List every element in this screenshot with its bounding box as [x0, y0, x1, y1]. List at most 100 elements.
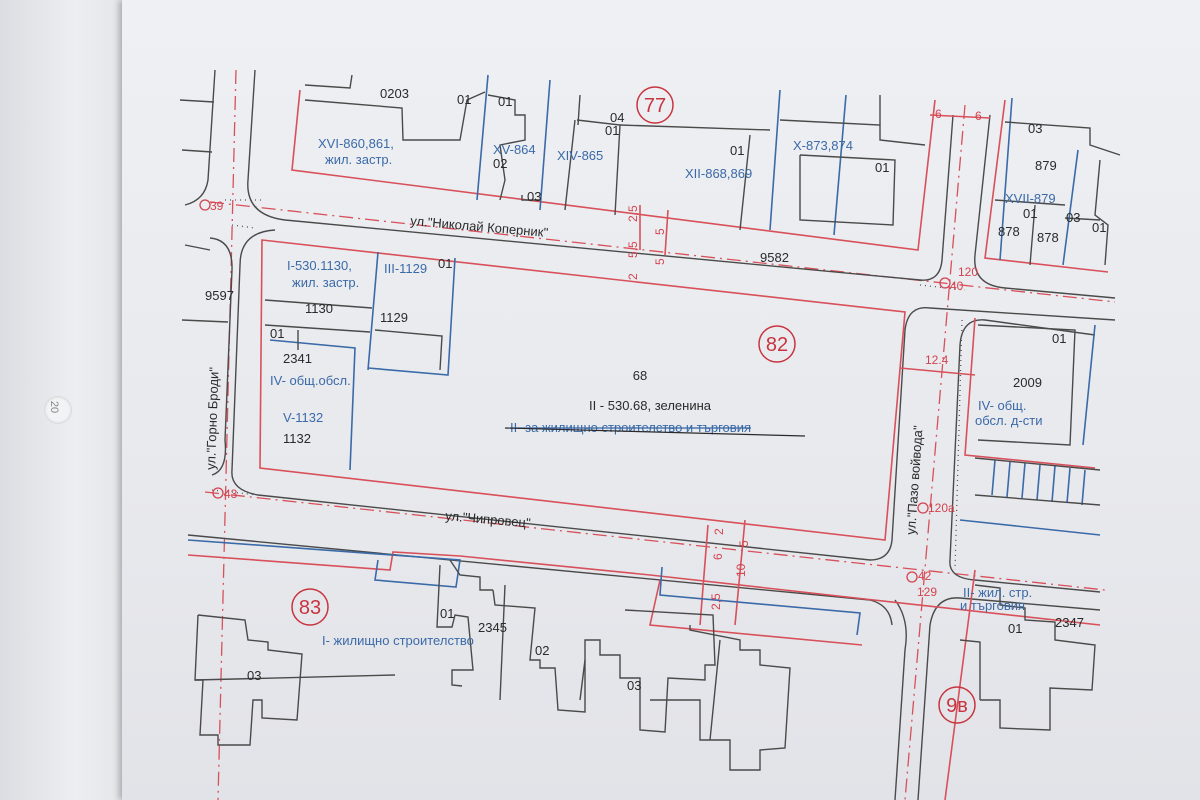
pazo-voivoda-centerline: [904, 104, 966, 800]
street-pazo-voivoda: ул."Пазо войвода": [903, 425, 926, 536]
dimension: 10: [734, 563, 748, 577]
parcel-number: 03: [627, 678, 641, 693]
block-82-label: 82: [766, 334, 788, 356]
lot-label: XVI-860,861,: [318, 136, 394, 151]
parcel-number: 02: [493, 156, 507, 171]
parcel-number: 01: [498, 94, 512, 109]
parcel-number: 04: [610, 110, 624, 125]
dimension: 5: [737, 540, 751, 547]
lot-label: IV- общ.обсл.: [270, 373, 351, 388]
parcel-number: 01: [875, 160, 889, 175]
street-chiprovets: ул."Чипровец": [445, 508, 532, 530]
dimension: 6: [711, 553, 725, 560]
lot-label: жил. застр.: [325, 152, 392, 167]
dimension: 5: [653, 258, 667, 265]
block-9v-circle: [938, 686, 976, 724]
kopernik-centerline: [209, 201, 1116, 303]
node-label: 43: [224, 487, 238, 501]
node-label: 129: [917, 585, 937, 599]
block-9v-label: 9в: [946, 695, 968, 717]
parcel-number: 01: [1052, 331, 1066, 346]
property-lines: [194, 74, 1121, 771]
parcel-number: 01: [270, 326, 284, 341]
lot-label: XII-868,869: [685, 166, 752, 181]
punch-hole: 20: [44, 396, 72, 424]
parcel-number: 879: [1035, 158, 1057, 173]
block-82-lots: I-530.1130, жил. застр. III-1129 01 1130…: [270, 256, 806, 446]
dimension: 2,5: [626, 205, 640, 222]
dimension: 5,5: [626, 241, 640, 258]
parcel-number: 878: [998, 224, 1020, 239]
node-marker: [212, 487, 224, 499]
lot-label: I-530.1130,: [287, 258, 352, 273]
dimension: 6: [975, 109, 982, 123]
node-label: 39: [210, 199, 224, 213]
node-label: 40: [950, 279, 964, 293]
parcel-number: 878: [1037, 230, 1059, 245]
block-83-label: 83: [299, 597, 321, 619]
block-82-outline: [259, 239, 906, 541]
parcel-number: 01: [440, 606, 454, 621]
regulation-lines: [187, 89, 1109, 800]
dimension: 12.4: [925, 353, 949, 367]
parcel-number: 01: [1008, 621, 1022, 636]
parcel-number: 1129: [380, 310, 408, 325]
lot-label: XV-864: [493, 142, 536, 157]
gorno-brodi-centerline: [217, 69, 237, 800]
parcel-number: 01: [1023, 206, 1037, 221]
parcel-number: 03: [527, 189, 541, 204]
strike-line: [504, 427, 806, 437]
node-label: 42: [918, 569, 932, 583]
east-lots: 01 2009 IV- общ. обсл. д-сти II- жил. ст…: [960, 331, 1084, 636]
lot-label: I- жилищно строителство: [322, 633, 474, 648]
south-lots: I- жилищно строителство 01 2345 02 03 03: [247, 606, 641, 693]
lot-label: IV- общ.: [978, 398, 1027, 413]
parcel-number: 2347: [1055, 615, 1084, 630]
north-lots: XVI-860,861, жил. застр. XV-864 XIV-865 …: [318, 86, 1106, 245]
parcel-number: 68: [633, 368, 647, 383]
dimension: 2: [626, 273, 640, 280]
parcel-number: 03: [247, 668, 261, 683]
lot-label: X-873,874: [793, 138, 853, 153]
block-markers: 77 82 83 9в: [291, 86, 976, 724]
parcel-number: 2341: [283, 351, 312, 366]
lot-label: II- жил. стр.: [963, 585, 1032, 600]
node-marker: [939, 277, 951, 289]
parking-stalls: [991, 459, 1086, 506]
parcel-number: 01: [605, 123, 619, 138]
street-kopernik: ул."Николай Коперник": [410, 213, 549, 240]
parcel-number: 1132: [283, 431, 311, 446]
street-id: 9597: [205, 288, 234, 303]
adjacent-page: 20: [0, 0, 125, 800]
block-82-circle: [758, 325, 796, 363]
street-curbs: [179, 69, 1116, 800]
street-gorno-brodi: ул."Горно Броди": [203, 366, 222, 470]
block-77-label: 77: [644, 95, 666, 117]
dimension-labels: 6 6 2,5 5,5 2 5 5 12.4 2 6 2,5 5 10: [626, 107, 982, 610]
parcel-number: 01: [457, 92, 471, 107]
node-marker: [199, 199, 211, 211]
parcel-number: 2345: [478, 620, 507, 635]
dimension: 2: [712, 528, 726, 535]
lot-label: II - 530.68, зеленина: [589, 398, 712, 413]
dimension: 2,5: [709, 593, 723, 610]
parcel-number: 01: [438, 256, 452, 271]
lot-label: и търговия: [960, 598, 1025, 613]
node-label: 120а: [928, 501, 955, 515]
parcel-number: 01: [1092, 220, 1106, 235]
lot-label: XVII-879: [1005, 191, 1056, 206]
node-marker: [917, 502, 929, 514]
street-nodes: 39 40 120 43 120а 42 129: [199, 199, 978, 599]
parcel-number: 0203: [380, 86, 409, 101]
node-label: 120: [958, 265, 978, 279]
struck-lot-label: II- за жилищно строителство и търговия: [510, 420, 751, 435]
dimension: 5: [653, 228, 667, 235]
parcel-number: 1130: [305, 301, 333, 316]
parcel-number: 2009: [1013, 375, 1042, 390]
block-77-circle: [636, 86, 674, 124]
lot-label: V-1132: [283, 410, 323, 425]
block-83-circle: [291, 588, 329, 626]
parcel-number: 03: [1028, 121, 1042, 136]
parcel-number: 01: [730, 143, 744, 158]
